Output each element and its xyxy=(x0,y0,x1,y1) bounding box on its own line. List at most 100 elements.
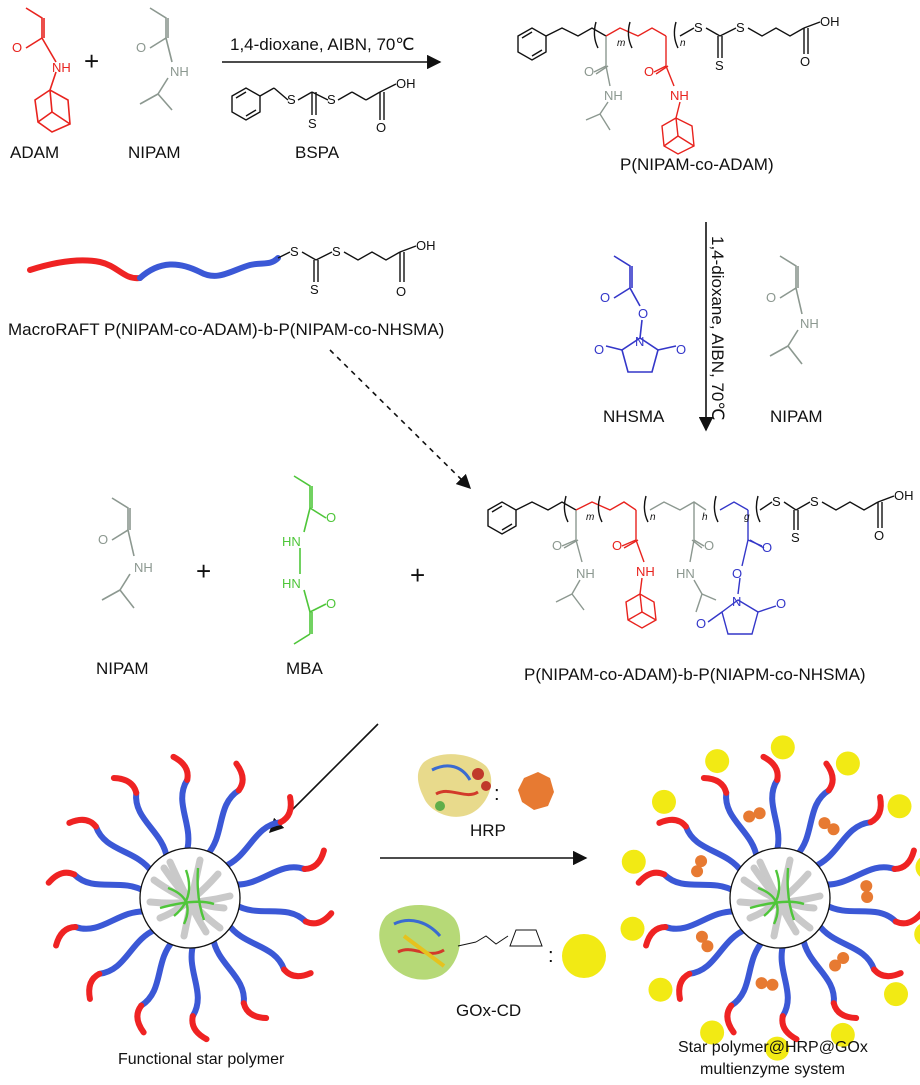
nhsma-o2-atom: O xyxy=(638,306,648,321)
nhsma-monomer xyxy=(605,255,677,373)
plus-sign-3: + xyxy=(410,560,425,590)
product1-nh1-atom: NH xyxy=(604,88,623,103)
red-arm-end xyxy=(891,847,917,872)
red-arm-end xyxy=(170,753,191,783)
product2-o5-atom: O xyxy=(732,566,742,581)
macroraft-o-atom: O xyxy=(396,284,406,299)
nipam-label-3: NIPAM xyxy=(96,659,149,678)
product2-oh-atom: OH xyxy=(894,488,914,503)
gox-particle xyxy=(915,857,920,877)
nipam-label-1: NIPAM xyxy=(128,143,181,162)
product2-s3-atom: S xyxy=(810,494,819,509)
red-arm-end xyxy=(281,966,314,980)
mba-label: MBA xyxy=(286,659,324,678)
star-label: Functional star polymer xyxy=(118,1051,285,1068)
product2-o8-atom: O xyxy=(874,528,884,543)
nipam-monomer-2 xyxy=(769,255,803,365)
product1-o2-atom: O xyxy=(644,64,654,79)
macroraft-s2-atom: S xyxy=(310,282,319,297)
product2-n-subscript: n xyxy=(650,512,656,523)
red-arm-end xyxy=(871,966,904,980)
functional-star-polymer xyxy=(45,753,335,1043)
blue-arm xyxy=(728,937,767,1009)
red-arm-end xyxy=(86,970,103,1002)
hrp-particle xyxy=(695,930,708,943)
nhsma-o3-atom: O xyxy=(594,342,604,357)
nipam1-nh-atom: NH xyxy=(170,64,189,79)
hrp-particle xyxy=(827,823,840,836)
blue-arm xyxy=(188,940,201,1020)
red-arm-end xyxy=(240,1000,270,1022)
nipam3-nh-atom: NH xyxy=(134,560,153,575)
nhsma-o4-atom: O xyxy=(676,342,686,357)
red-arm-end xyxy=(635,869,668,886)
blue-arm xyxy=(686,926,750,977)
red-arm-end xyxy=(700,774,730,796)
product2-o1-atom: O xyxy=(552,538,562,553)
bspa-o-atom: O xyxy=(376,120,386,135)
red-arm-end xyxy=(823,760,836,794)
gox-colon: : xyxy=(548,945,554,967)
blue-arm xyxy=(232,901,309,925)
product2-h-subscript: h xyxy=(702,512,708,523)
gox-particle xyxy=(770,735,795,760)
product1-label: P(NIPAM-co-ADAM) xyxy=(620,155,774,174)
product1-o3-atom: O xyxy=(800,54,810,69)
nhsma-o1-atom: O xyxy=(600,290,610,305)
red-arm-end xyxy=(830,1000,860,1022)
nipam2-o-atom: O xyxy=(766,290,776,305)
macroraft-s3-atom: S xyxy=(332,244,341,259)
product2-label: P(NIPAM-co-ADAM)-b-P(NIAPM-co-NHSMA) xyxy=(524,665,866,684)
product2-o4-atom: O xyxy=(762,540,772,555)
system-label-line1: Star polymer@HRP@GOx xyxy=(678,1039,868,1056)
mba-crosslinker xyxy=(293,475,327,645)
system-label-line2: multienzyme system xyxy=(700,1061,845,1078)
macroraft-chain xyxy=(27,255,281,282)
product2-s2-atom: S xyxy=(791,530,800,545)
red-arm-end xyxy=(867,794,884,826)
blue-arm xyxy=(793,787,832,859)
hrp-marker xyxy=(518,772,554,810)
crosslink xyxy=(173,869,191,917)
product1-s1-atom: S xyxy=(694,20,703,35)
crosslink xyxy=(196,867,206,921)
macroraft-s1-atom: S xyxy=(290,244,299,259)
red-arm-end xyxy=(656,816,689,830)
gox-particle xyxy=(914,924,920,945)
gox-particle xyxy=(648,977,673,1002)
product2-hn-atom: HN xyxy=(676,566,695,581)
red-arm-end xyxy=(110,774,140,796)
product2-g-subscript: g xyxy=(744,512,750,523)
bspa-oh-atom: OH xyxy=(396,76,416,91)
gox-particle xyxy=(887,794,912,819)
red-arm-end xyxy=(277,794,294,826)
product1-structure xyxy=(517,21,821,155)
blue-arm xyxy=(661,871,738,895)
red-arm-end xyxy=(53,924,79,949)
red-arm-end xyxy=(45,869,78,886)
product2-o6-atom: O xyxy=(776,596,786,611)
blue-arm xyxy=(723,789,761,862)
blue-arm xyxy=(822,901,899,925)
red-arm-end xyxy=(892,910,920,927)
blue-arm xyxy=(209,934,247,1007)
hrp-particle xyxy=(818,817,831,830)
blue-arm xyxy=(682,823,746,876)
adam-o-atom: O xyxy=(12,40,22,55)
product1-oh-atom: OH xyxy=(820,14,840,29)
macroraft-endgroup xyxy=(277,245,417,282)
red-arm-end xyxy=(779,1013,800,1043)
red-arm-end xyxy=(189,1013,210,1043)
multienzyme-star-system xyxy=(620,735,920,1061)
gox-particle xyxy=(651,789,676,814)
gox-particle xyxy=(765,1036,790,1061)
product2-s1-atom: S xyxy=(772,494,781,509)
adam-label: ADAM xyxy=(10,143,59,162)
product1-nh2-atom: NH xyxy=(670,88,689,103)
hrp-particle xyxy=(860,880,873,893)
product2-o7-atom: O xyxy=(696,616,706,631)
blue-arm xyxy=(662,908,740,932)
product2-o2-atom: O xyxy=(612,538,622,553)
gox-marker xyxy=(562,934,606,978)
